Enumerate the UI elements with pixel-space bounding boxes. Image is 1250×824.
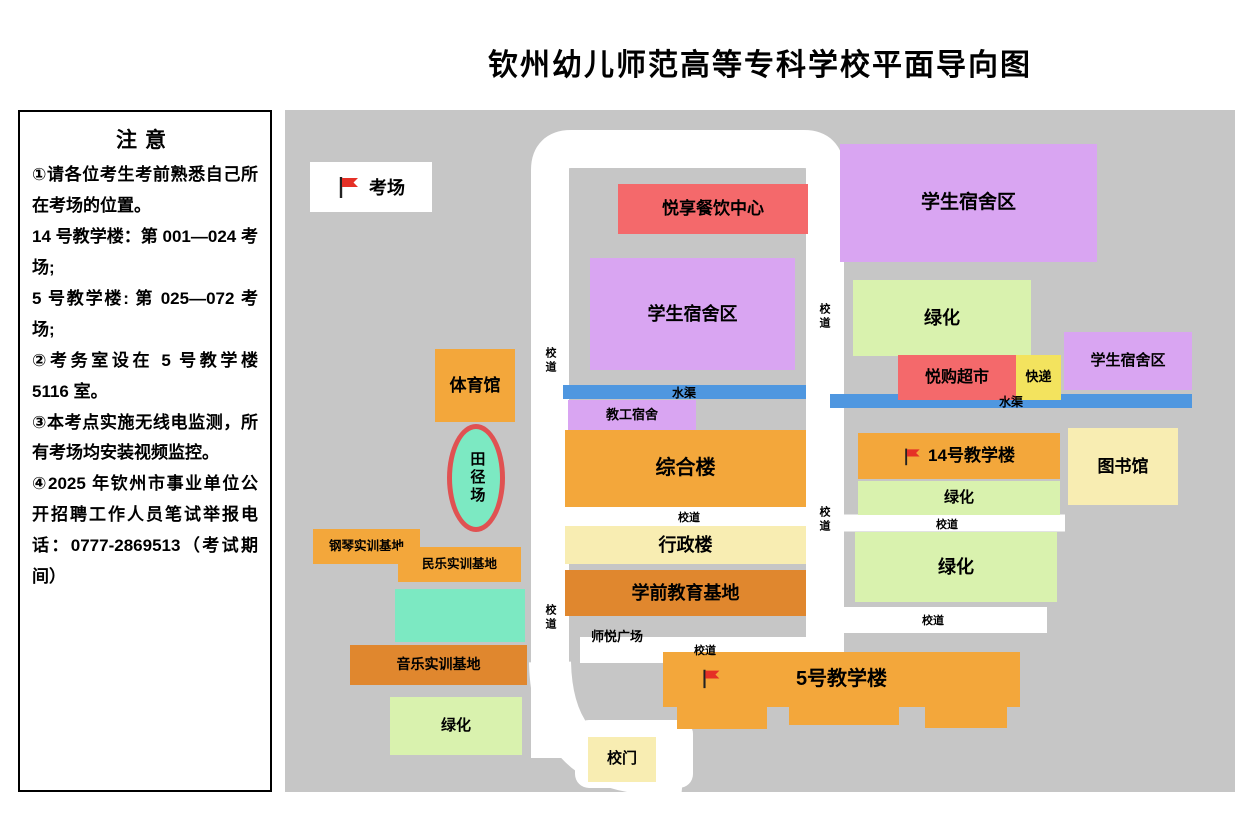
green-area-3: 绿化	[855, 532, 1057, 602]
building-supermarket: 悦购超市	[898, 355, 1016, 400]
road-label: 校道	[936, 519, 958, 531]
building-label: 绿化	[938, 556, 974, 577]
road-main-loop	[531, 130, 844, 758]
building-label: 民乐实训基地	[421, 556, 497, 571]
pattern-courtyard	[395, 589, 525, 642]
campus-map: 考场 悦享餐饮中心 学生宿舍区 学生宿舍区 绿化 悦购超市 快递 学生宿舍区 教…	[285, 110, 1235, 792]
building-label: 教工宿舍	[605, 406, 658, 422]
building-wing	[789, 707, 899, 725]
building-label: 行政楼	[658, 534, 713, 555]
green-area-1: 绿化	[853, 280, 1031, 356]
building-library: 图书馆	[1068, 428, 1178, 505]
notice-panel: 注意 ①请各位考生考前熟悉自己所在考场的位置。 14 号教学楼：第 001—02…	[18, 110, 272, 792]
notice-item: 5 号教学楼: 第 025—072 考场;	[32, 288, 258, 339]
building-complex: 综合楼	[565, 430, 806, 507]
building-label: 学生宿舍区	[647, 303, 738, 324]
notice-item: ①请各位考生考前熟悉自己所在考场的位置。	[32, 165, 258, 215]
building-label: 田径场	[468, 451, 486, 505]
building-athletic-track: 田径场	[447, 424, 505, 532]
notice-item: ④2025 年钦州市事业单位公开招聘工作人员笔试举报电话：0777-286951…	[32, 474, 258, 587]
notice-item: ③本考点实施无线电监测，所有考场均安装视频监控。	[32, 412, 258, 463]
building-folk-music-base: 民乐实训基地	[398, 547, 521, 582]
building-label: 14号教学楼	[928, 446, 1015, 466]
building-label: 学生宿舍区	[1090, 351, 1166, 369]
building-student-dorm-west: 学生宿舍区	[590, 258, 795, 370]
building-label: 5号教学楼	[795, 668, 888, 690]
building-label: 校门	[606, 750, 637, 768]
building-label: 悦享餐饮中心	[662, 199, 764, 219]
building-piano-base: 钢琴实训基地	[313, 529, 420, 564]
building-wing	[677, 707, 767, 729]
road-label: 校道	[818, 303, 830, 331]
building-label: 绿化	[943, 488, 974, 506]
building-wing	[925, 707, 1007, 728]
road-label: 校道	[544, 347, 556, 375]
building-student-dorm-east: 学生宿舍区	[1064, 332, 1192, 390]
building-student-dorm-north: 学生宿舍区	[840, 144, 1097, 262]
building-label: 快递	[1025, 369, 1052, 385]
building-label: 悦购超市	[924, 368, 989, 386]
building-teaching-14: 14号教学楼	[858, 433, 1060, 479]
notice-heading: 注意	[116, 129, 174, 152]
building-label: 钢琴实训基地	[328, 538, 404, 553]
legend-exam-room: 考场	[310, 162, 432, 212]
building-label: 图书馆	[1097, 456, 1149, 476]
water-channel-left	[563, 385, 806, 399]
green-area-2: 绿化	[858, 481, 1060, 515]
building-label: 绿化	[924, 307, 960, 328]
notice-item: 14 号教学楼：第 001—024 考场;	[32, 226, 258, 277]
building-admin: 行政楼	[565, 526, 806, 564]
plaza-label: 师悦广场	[590, 629, 643, 644]
flag-icon	[703, 669, 720, 689]
building-gym: 体育馆	[435, 349, 515, 422]
page-title: 钦州幼儿师范高等专科学校平面导向图	[488, 49, 1032, 82]
building-label: 绿化	[440, 716, 471, 734]
building-school-gate: 校门	[588, 737, 656, 782]
road-label: 校道	[818, 506, 830, 534]
water-label: 水渠	[671, 386, 696, 400]
building-label: 音乐实训基地	[396, 656, 481, 673]
flag-icon	[905, 448, 920, 465]
flag-icon	[339, 177, 358, 198]
green-area-4: 绿化	[390, 697, 522, 755]
building-label: 综合楼	[655, 457, 716, 479]
building-label: 体育馆	[449, 375, 501, 395]
road-label: 校道	[922, 615, 944, 627]
road-label: 校道	[544, 604, 556, 632]
building-staff-dorm: 教工宿舍	[568, 400, 696, 430]
building-teaching-5: 5号教学楼	[663, 652, 1020, 729]
road-label: 校道	[678, 512, 700, 524]
water-label: 水渠	[998, 395, 1023, 409]
building-label: 学前教育基地	[631, 582, 740, 603]
building-express-station: 快递	[1016, 355, 1061, 400]
building-label: 学生宿舍区	[920, 192, 1016, 214]
building-music-base: 音乐实训基地	[350, 645, 527, 685]
building-dining-center: 悦享餐饮中心	[618, 184, 808, 234]
notice-item: ②考务室设在 5 号教学楼 5116 室。	[32, 350, 258, 401]
legend-label: 考场	[369, 178, 405, 198]
road-label: 校道	[694, 645, 716, 657]
building-preschool-base: 学前教育基地	[565, 570, 806, 616]
